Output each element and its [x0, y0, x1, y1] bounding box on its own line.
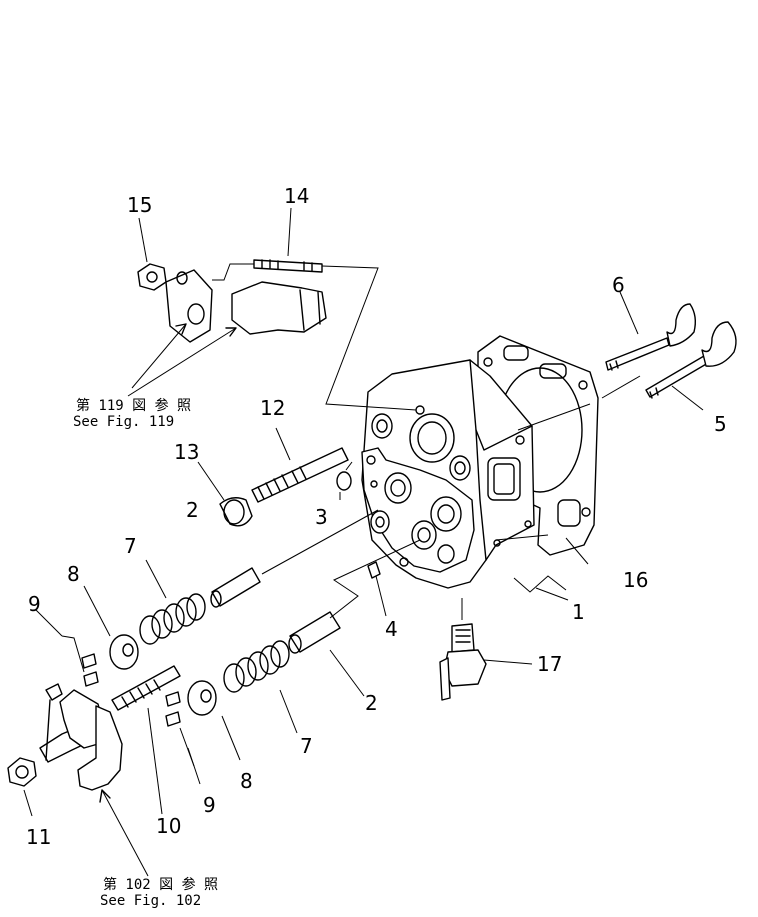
valve-guide-12: [251, 447, 349, 503]
callout-2-lower: 2: [365, 691, 378, 715]
callout-11: 11: [26, 825, 52, 849]
reference-fig-119-jp: 第 119 図 参 照: [76, 398, 192, 414]
rocker-arm-assembly: [39, 683, 123, 791]
spring-retainer-upper-8: [109, 634, 139, 670]
callout-13: 13: [174, 440, 200, 464]
callout-3: 3: [315, 505, 328, 529]
drain-valve-17: [439, 623, 487, 701]
callout-9-upper: 9: [28, 592, 41, 616]
adjusting-screw-10: [111, 665, 181, 711]
callout-17: 17: [537, 652, 563, 676]
cylinder-head: [361, 359, 535, 589]
dowel-pin-4: [367, 561, 381, 579]
valve-cotter-upper-9: [81, 653, 99, 687]
valve-spring-upper-7: [139, 593, 206, 645]
callout-9-lower: 9: [203, 793, 216, 817]
reference-fig-102-en: See Fig. 102: [100, 893, 202, 909]
valve-cotter-lower-9: [165, 691, 181, 727]
callout-12: 12: [260, 396, 286, 420]
valve-stem-seal-13: [219, 497, 253, 527]
callout-10: 10: [156, 814, 182, 838]
callout-7-lower: 7: [300, 734, 313, 758]
leader-lines: [23, 207, 704, 877]
nut-15: [137, 263, 167, 291]
reference-fig-119-en: See Fig. 119: [73, 414, 175, 430]
callout-5: 5: [714, 412, 727, 436]
callout-14: 14: [284, 184, 310, 208]
push-rod-lower-2: [288, 611, 341, 654]
callout-1: 1: [572, 600, 585, 624]
callout-2-upper: 2: [186, 498, 199, 522]
callout-16: 16: [623, 568, 649, 592]
stud-bolt-14: [253, 259, 323, 273]
callout-4: 4: [385, 617, 398, 641]
callout-7-upper: 7: [124, 534, 137, 558]
callout-6: 6: [612, 273, 625, 297]
lock-nut-11: [7, 757, 37, 787]
callout-8-upper: 8: [67, 562, 80, 586]
valve-5: [645, 321, 737, 399]
valve-spring-lower-7: [223, 640, 290, 693]
o-ring-3: [336, 471, 352, 491]
callout-8-lower: 8: [240, 769, 253, 793]
spring-retainer-lower-8: [187, 680, 217, 716]
valve-6: [605, 303, 697, 371]
injection-nozzle-holder: [165, 269, 327, 343]
reference-fig-102-jp: 第 102 図 参 照: [103, 877, 219, 893]
callout-15: 15: [127, 193, 153, 217]
push-rod-upper-2: [210, 567, 261, 608]
